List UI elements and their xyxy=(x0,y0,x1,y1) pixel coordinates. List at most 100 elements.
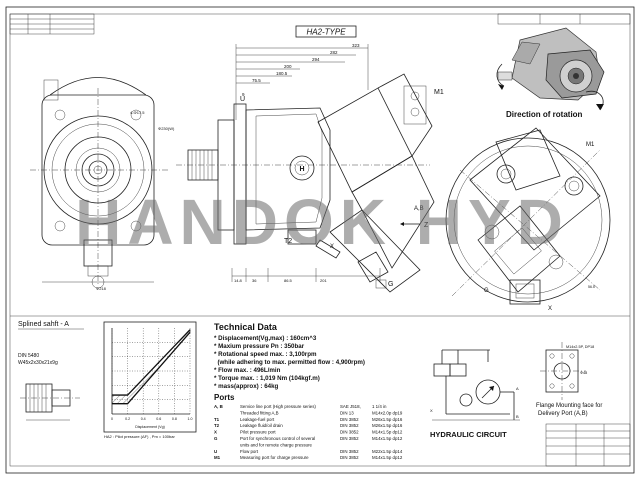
ports-cell-desc: Service line port (High pressure series) xyxy=(240,404,316,409)
flange-face-diagram xyxy=(540,342,586,400)
dim-200: 200 xyxy=(284,64,292,69)
ports-cell-std: DIN 3852 xyxy=(340,455,359,460)
chart-band-upper-line xyxy=(112,329,191,396)
ports-title: Ports xyxy=(214,393,235,402)
type-title: HA2-TYPE xyxy=(306,28,346,37)
ports-cell-desc: Threaded fitting A,B xyxy=(240,410,279,415)
tech-line-6: * mass(approx) : 64kg xyxy=(214,383,279,390)
dim-323: 323 xyxy=(352,43,360,48)
svg-text:B: B xyxy=(516,414,519,419)
ports-cell-desc: Measuring port for charge pressure xyxy=(240,455,309,460)
ports-cell-std: DIN 3852 xyxy=(340,449,359,454)
ports-row: Threaded fitting A,B DIN 13 M14x2.0p dp19 xyxy=(240,410,403,415)
chart-x-tick: 1.0 xyxy=(188,417,193,421)
ports-cell-std: DIN 3852 xyxy=(340,430,359,435)
port-u: U xyxy=(240,96,245,103)
ports-cell-code: A, B xyxy=(214,404,223,409)
svg-text:X: X xyxy=(548,306,552,312)
dim-294: 294 xyxy=(312,57,320,62)
chart-band xyxy=(111,328,191,404)
ports-row: U Flow port DIN 3852 M22x1.5p dp14 xyxy=(214,449,403,454)
svg-text:Φ218: Φ218 xyxy=(96,286,107,291)
dim-230: Φ230(W) xyxy=(158,126,175,131)
dim-180-5: 180.5 xyxy=(276,71,288,76)
ports-cell-desc: Flow port xyxy=(240,449,259,454)
ports-cell-std: DIN 3852 xyxy=(340,423,359,428)
technical-data: Technical Data * Displacement(Vg,max) : … xyxy=(214,322,365,390)
din-label: DIN 5480 xyxy=(18,353,39,359)
dim-201: 201 xyxy=(320,278,327,283)
ports-cell-desc: Port for synchronous control of several xyxy=(240,436,315,441)
tech-line-5: * Torque max. : 1,019 Nm (104kgf.m) xyxy=(214,375,320,382)
rotation-label: Direction of rotation xyxy=(506,110,583,119)
tech-line-1: * Maxium pressure Pn : 350bar xyxy=(214,343,305,350)
svg-text:M1: M1 xyxy=(586,142,595,148)
ports-row: X Pilot pressure port DIN 3852 M14x1.5p dp1… xyxy=(214,430,403,435)
ports-cell-code: T1 xyxy=(214,417,220,422)
ports-cell-code: U xyxy=(214,449,217,454)
flange-dim-thread: M14x2.5P, DP18 xyxy=(566,345,594,349)
dim-9: 9 xyxy=(242,92,245,97)
svg-text:56.5: 56.5 xyxy=(588,285,595,289)
spline-spec: W45x2x30x21x9g xyxy=(18,360,58,366)
ports-cell-std: DIN 3852 xyxy=(340,436,359,441)
ports-cell-size: M14x1.5p dp12 xyxy=(372,455,403,460)
type-title-box xyxy=(295,25,357,38)
tech-line-2: * Rotational speed max. : 3,100rpm xyxy=(214,351,317,358)
splined-title: Splined sahft - A xyxy=(18,321,69,328)
dim-282: 282 xyxy=(330,50,338,55)
ports-cell-size: M22x1.5p dp14 xyxy=(372,449,403,454)
flange-caption-1: Flange Mounting face for xyxy=(536,403,602,409)
svg-text:H: H xyxy=(299,166,304,173)
ports-cell-code: M1 xyxy=(214,455,221,460)
title-block xyxy=(545,423,631,467)
ports-row: A, B Service line port (High pressure ser… xyxy=(214,404,387,409)
hydraulic-title: HYDRAULIC CIRCUIT xyxy=(430,430,507,439)
ports-cell-std: DIN 13 xyxy=(340,410,354,415)
hydraulic-circuit-diagram: X A B xyxy=(430,349,520,421)
ports-cell-size: 1 1/4 in xyxy=(372,404,387,409)
dim-36: 36 xyxy=(252,278,257,283)
inner-border xyxy=(9,13,631,467)
port-z: Z xyxy=(424,222,429,229)
chart-x-tick: 0.2 xyxy=(125,417,130,421)
chart-xlabel: Displacement (Vg) xyxy=(135,425,165,429)
chart-caption: HA2 : Pilot pressure (ΔF) , Pm = 100bar xyxy=(104,434,175,439)
ports-cell-desc: Pilot pressure port xyxy=(240,430,276,435)
ports-row: M1 Measuring port for charge pressure DIN … xyxy=(214,455,403,460)
ports-cell-size: M14x1.5p dp12 xyxy=(372,436,403,441)
ports-cell-size: M14x1.5p dp12 xyxy=(372,430,403,435)
dim-holes: 4-Φ17.5 xyxy=(130,110,145,115)
svg-text:A: A xyxy=(516,386,519,391)
port-x: X xyxy=(330,244,334,250)
ports-table: Ports A, B Service line port (High pressu… xyxy=(214,393,403,460)
revision-strip xyxy=(497,13,631,25)
port-m1: M1 xyxy=(434,89,444,96)
ports-cell-size: M26x1.5p dp16 xyxy=(372,417,403,422)
port-g: G xyxy=(388,281,393,288)
revision-table xyxy=(9,13,95,35)
dim-86-5: 86.5 xyxy=(284,278,293,283)
chart-frame xyxy=(103,321,197,433)
port-ab: A,B xyxy=(414,206,424,212)
ports-cell-size: M14x2.0p dp19 xyxy=(372,410,403,415)
ports-cell-desc: units and for remote charge pressure xyxy=(240,442,313,447)
chart-x-tick: 0 xyxy=(111,417,113,421)
svg-text:G: G xyxy=(484,288,489,294)
chart-series-line xyxy=(112,331,191,405)
svg-text:X: X xyxy=(430,408,433,413)
shaft-detail xyxy=(20,383,80,421)
tech-line-3: (while adhering to max. permitted flow :… xyxy=(214,359,365,366)
chart-x-tick: 0.4 xyxy=(141,417,146,421)
ports-cell-code: T2 xyxy=(214,423,220,428)
ports-cell-size: M26x1.5p dp16 xyxy=(372,423,403,428)
sheet-border xyxy=(5,6,635,474)
technical-title: Technical Data xyxy=(214,322,278,332)
ports-cell-code: X xyxy=(214,430,217,435)
